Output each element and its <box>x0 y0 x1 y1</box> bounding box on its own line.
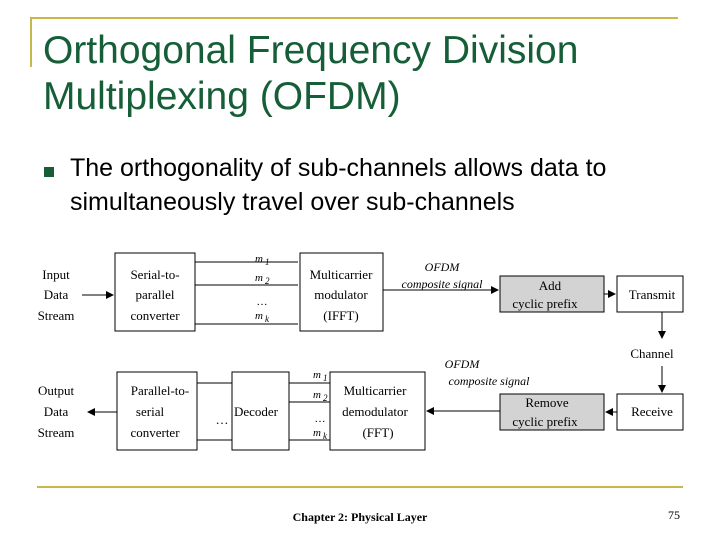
title-line-2: Multiplexing (OFDM) <box>43 75 401 118</box>
receive-label: Receive <box>631 404 673 419</box>
slide-title: Orthogonal Frequency Division Multiplexi… <box>43 28 683 120</box>
output-line-3: Stream <box>38 425 75 440</box>
title-line-1: Orthogonal Frequency Division <box>43 29 579 72</box>
footer-rule <box>37 486 683 488</box>
ofdm-rx-line-1: OFDM <box>445 357 481 371</box>
remove-prefix-line-2: cyclic prefix <box>512 414 578 429</box>
rx-dots: … <box>315 413 326 425</box>
demodulator-line-1: Multicarrier <box>344 383 407 398</box>
modulator-line-1: Multicarrier <box>310 267 373 282</box>
p2s-line-2: serial <box>136 404 165 419</box>
page-number: 75 <box>668 508 680 522</box>
parallel-to-serial-box <box>116 371 198 451</box>
remove-prefix-line-1: Remove <box>525 395 569 410</box>
input-data-stream: Input Data Stream <box>38 267 75 323</box>
add-cyclic-prefix-box <box>499 275 605 313</box>
bullet-square-icon <box>44 167 54 177</box>
input-line-2: Data <box>44 287 69 302</box>
decoder-dots: … <box>216 412 229 427</box>
remove-cyclic-prefix-box <box>499 393 605 431</box>
serial-to-parallel-box <box>114 252 196 332</box>
input-line-3: Stream <box>38 308 75 323</box>
ofdm-tx-label: OFDM composite signal <box>402 260 484 291</box>
output-line-1: Output <box>38 383 75 398</box>
ofdm-rx-label: OFDM composite signal <box>445 357 530 388</box>
bullet-line-2: simultaneously travel over sub-channels <box>70 188 515 216</box>
channel-label: Channel <box>630 346 674 361</box>
bullet-line-1: The orthogonality of sub-channels allows… <box>70 154 607 182</box>
input-line-1: Input <box>42 267 70 282</box>
frame-left-rule <box>30 17 32 67</box>
decoder-label: Decoder <box>234 404 279 419</box>
tx-dots: … <box>257 296 268 308</box>
transmit-label: Transmit <box>629 287 676 302</box>
s2p-line-2: parallel <box>136 287 175 302</box>
output-line-2: Data <box>44 404 69 419</box>
demodulator-line-3: (FFT) <box>362 425 393 440</box>
footer-text: Chapter 2: Physical Layer <box>292 510 428 524</box>
s2p-line-1: Serial-to- <box>130 267 179 282</box>
s2p-line-3: converter <box>130 308 180 323</box>
add-prefix-line-2: cyclic prefix <box>512 296 578 311</box>
demodulator-box <box>329 371 426 451</box>
ofdm-tx-line-1: OFDM <box>425 260 461 274</box>
decoder-box <box>231 371 290 451</box>
ofdm-rx-line-2: composite signal <box>449 374 531 388</box>
modulator-line-2: modulator <box>314 287 368 302</box>
modulator-box <box>299 252 384 332</box>
receive-box <box>616 393 684 431</box>
p2s-line-3: converter <box>130 425 180 440</box>
modulator-line-3: (IFFT) <box>323 308 358 323</box>
add-prefix-line-1: Add <box>539 278 562 293</box>
connectors <box>82 261 666 441</box>
transmit-box <box>616 275 684 313</box>
bullet-text: The orthogonality of sub-channels allows… <box>70 151 700 219</box>
ofdm-tx-line-2: composite signal <box>402 277 484 291</box>
demodulator-line-2: demodulator <box>342 404 408 419</box>
p2s-line-1: Parallel-to- <box>131 383 189 398</box>
frame-top-rule <box>30 17 678 19</box>
output-data-stream: Output Data Stream <box>38 383 75 440</box>
